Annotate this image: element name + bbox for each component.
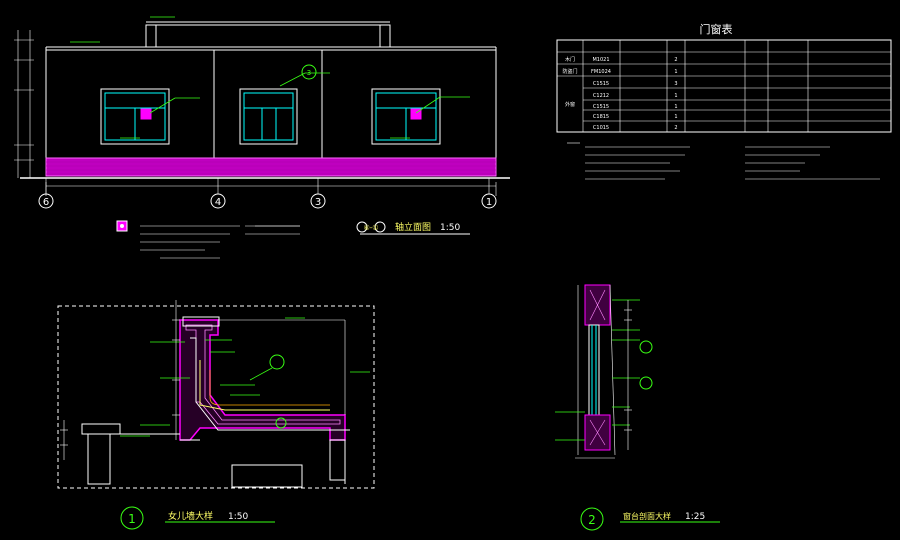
window-left	[100, 88, 170, 145]
detail1-callout	[269, 354, 285, 370]
row-code-5: C1515	[593, 104, 609, 110]
elevation-view: 3 6 4 3 1	[14, 16, 510, 259]
row-count-3: 3	[674, 81, 677, 87]
row-code-4: C1212	[593, 93, 609, 99]
detail2-scale: 1:25	[685, 512, 705, 522]
door-window-table: 门窗表 木门 防盗门 外窗 M1021 FM1024 C1515 C1212	[556, 22, 892, 180]
elevation-scale: 1:50	[440, 223, 460, 233]
row-group-3: 外窗	[565, 101, 575, 108]
row-count-4: 1	[674, 93, 677, 99]
table-notes	[567, 142, 880, 180]
detail1-callout-2	[275, 417, 287, 429]
row-count-5: 1	[674, 104, 677, 110]
elevation-title-block: ⑥-① 轴立面图 1:50	[356, 221, 470, 235]
callout-number: 3	[307, 69, 311, 77]
axis-label-4: 4	[215, 197, 221, 208]
row-code-6: C1815	[593, 114, 609, 120]
plinth-band	[45, 157, 497, 177]
row-count-6: 1	[674, 114, 677, 120]
detail2-title: 窗台剖面大样	[623, 511, 671, 521]
detail2-number: 2	[588, 513, 596, 527]
row-code-3: C1515	[593, 81, 609, 87]
axis-label-6: 6	[43, 197, 49, 208]
window-right	[371, 88, 441, 145]
detail2-callout-2	[639, 376, 653, 390]
elevation-title: 轴立面图	[395, 221, 431, 233]
axis-bubbles: 6 4 3 1	[38, 193, 497, 209]
axis-label-1: 1	[486, 197, 492, 208]
row-group-2: 防盗门	[562, 68, 577, 75]
detail1-scale: 1:50	[228, 512, 248, 522]
axis-label-3: 3	[315, 197, 321, 208]
row-code-1: M1021	[592, 57, 609, 63]
callout-circle	[301, 64, 317, 80]
row-count-7: 2	[674, 125, 677, 131]
window-middle	[239, 88, 298, 145]
row-code-7: C1015	[593, 125, 609, 131]
detail1-title: 女儿墙大样	[168, 510, 213, 522]
detail-1-parapet: 1 女儿墙大样 1:50	[57, 300, 375, 530]
detail1-number: 1	[128, 512, 136, 526]
detail2-number-circle	[580, 507, 604, 531]
detail-2-window-sill: 2 窗台剖面大样 1:25	[555, 284, 720, 531]
row-group-1: 木门	[565, 56, 575, 63]
notes-squiggle	[140, 225, 300, 259]
elevation-axes-label: ⑥-①	[363, 224, 378, 232]
row-count-1: 2	[674, 57, 677, 63]
row-count-2: 1	[674, 69, 677, 75]
detail2-callout-1	[639, 340, 653, 354]
row-code-2: FM1024	[591, 69, 611, 75]
table-title: 门窗表	[700, 22, 733, 36]
detail1-number-circle	[120, 506, 144, 530]
